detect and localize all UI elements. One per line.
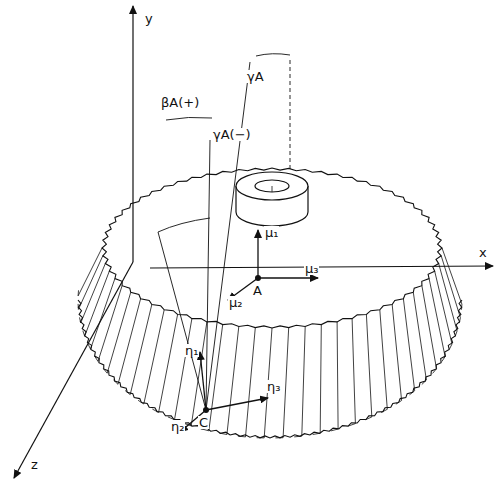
axis-label: η₃ — [266, 380, 281, 393]
hub-cylinder — [236, 172, 308, 226]
axis-label: z — [30, 458, 39, 471]
axis-label: μ₃ — [304, 262, 319, 275]
gear-body — [78, 168, 462, 438]
coordinate-axes — [14, 6, 493, 478]
axis-label: η₁ — [184, 344, 199, 357]
point-a — [255, 275, 261, 281]
gear-top-face — [102, 168, 442, 328]
axis-label: y — [144, 12, 154, 25]
axis-label: η₂ — [170, 420, 185, 433]
axis-label: C — [198, 416, 209, 429]
axis-label: A — [252, 284, 263, 297]
axis-label: μ₁ — [264, 226, 279, 239]
axis-label: γA(−) — [212, 128, 252, 141]
frame-vectors — [180, 230, 318, 432]
point-c — [203, 407, 209, 413]
angle-lines — [158, 54, 290, 410]
axis-label: x — [478, 246, 488, 259]
axis-label: βA(+) — [160, 96, 200, 109]
axis-label: μ₂ — [228, 296, 243, 309]
axis-label: γA — [246, 70, 265, 83]
